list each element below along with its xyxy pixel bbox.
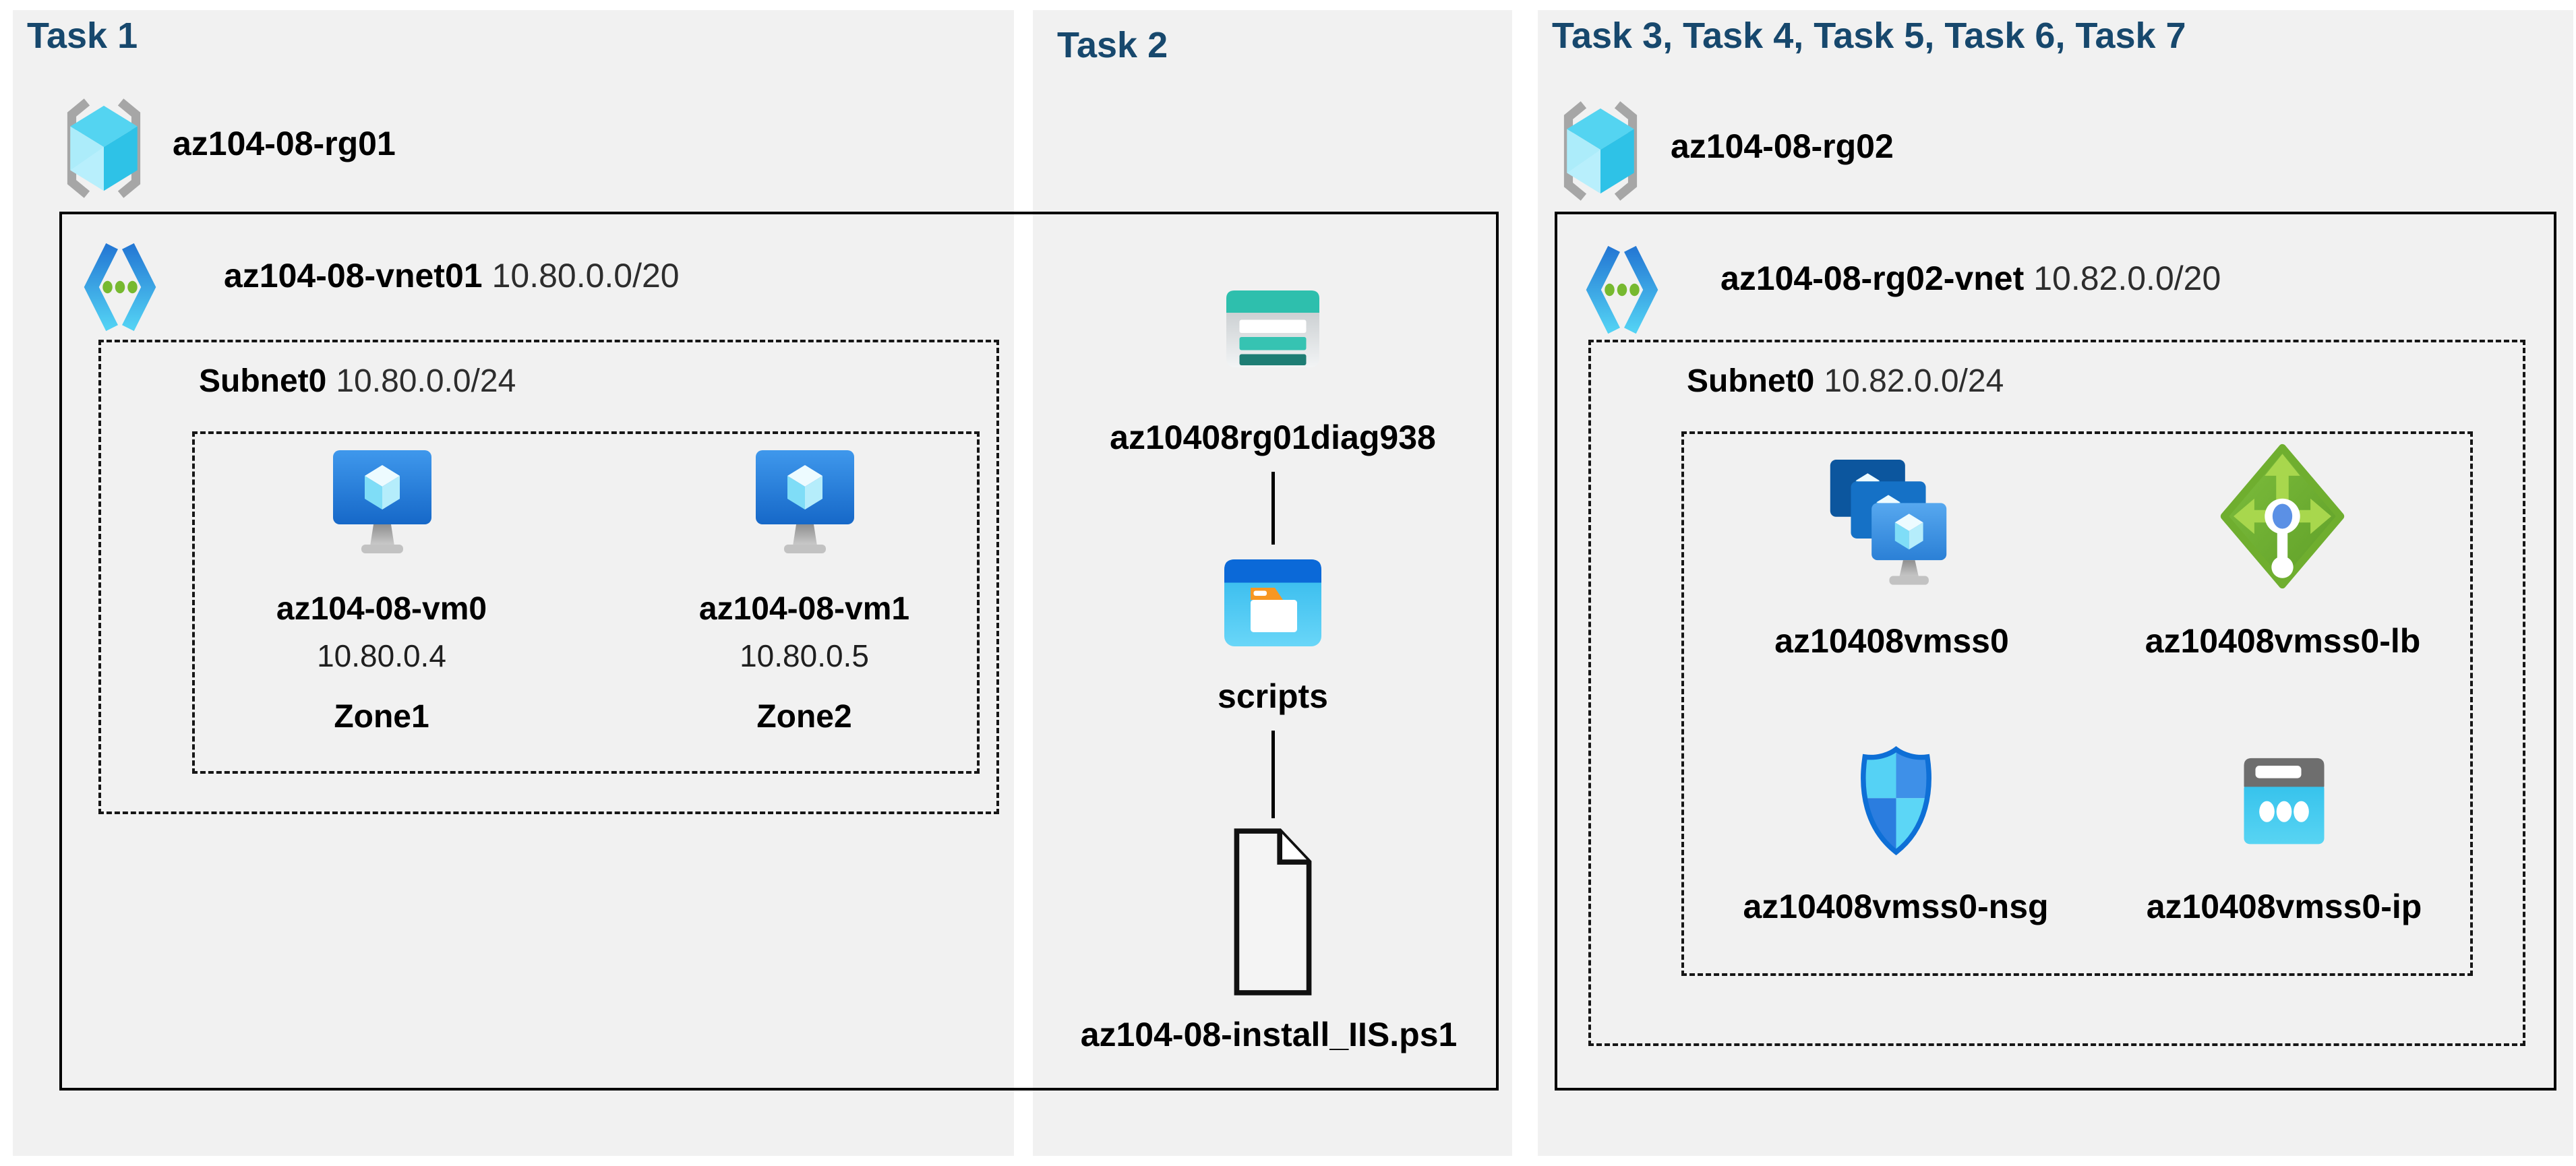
vnet-cidr: 10.80.0.0/20	[491, 257, 680, 295]
load-balancer-name: az10408vmss0-lb	[2145, 622, 2421, 660]
subnet-box	[98, 340, 999, 814]
task1-panel	[13, 10, 1014, 1156]
task2-title: Task 2	[1057, 25, 1168, 65]
resources-box	[1681, 431, 2473, 976]
public-ip-icon	[2244, 758, 2325, 845]
vm-scale-set-icon	[1830, 460, 1947, 585]
vm1-name: az104-08-vm1	[698, 591, 910, 627]
resource-group-icon	[67, 98, 141, 198]
connector-scripts-file	[1271, 731, 1275, 818]
virtual-machine-icon	[756, 450, 854, 553]
rg02-boundary-box	[1555, 212, 2556, 1091]
virtual-network-icon	[1586, 245, 1658, 334]
virtual-network-icon	[84, 243, 156, 332]
vnet-cidr: 10.82.0.0/20	[2033, 259, 2221, 297]
resource-group-name: az104-08-rg02	[1671, 127, 1894, 165]
resource-group-icon	[1563, 101, 1638, 201]
rg01-boundary-box	[59, 212, 1499, 1091]
task3-panel	[1538, 10, 2573, 1156]
connector-storage-scripts	[1271, 472, 1275, 545]
storage-account-icon	[1226, 290, 1319, 367]
network-security-group-icon	[1861, 746, 1931, 856]
script-file-name: az104-08-install_IIS.ps1	[1080, 1016, 1458, 1053]
task1-title: Task 1	[27, 16, 138, 56]
vm0-ip: 10.80.0.4	[317, 638, 446, 673]
vnet-name: az104-08-vnet01	[224, 257, 483, 295]
vm0-zone: Zone1	[334, 699, 429, 735]
subnet-name: Subnet0	[199, 363, 327, 399]
subnet-cidr: 10.80.0.0/24	[336, 363, 516, 399]
vm1-zone: Zone2	[756, 699, 852, 735]
virtual-machine-icon	[333, 450, 431, 553]
blob-container-icon	[1224, 559, 1321, 646]
zones-box	[192, 431, 980, 774]
public-ip-name: az10408vmss0-ip	[2146, 888, 2422, 925]
vnet-name: az104-08-rg02-vnet	[1720, 259, 2025, 297]
subnet-name: Subnet0	[1687, 363, 1815, 399]
container-name: scripts	[1218, 677, 1328, 715]
resource-group-name: az104-08-rg01	[173, 125, 396, 162]
vmss-name: az10408vmss0	[1774, 622, 2009, 660]
subnet-cidr: 10.82.0.0/24	[1824, 363, 2004, 399]
nsg-name: az10408vmss0-nsg	[1743, 888, 2049, 925]
storage-account-name: az10408rg01diag938	[1110, 419, 1436, 456]
vm0-name: az104-08-vm0	[276, 591, 487, 627]
file-icon	[1234, 828, 1312, 995]
task3-title: Task 3, Task 4, Task 5, Task 6, Task 7	[1552, 16, 2186, 56]
subnet-box	[1588, 340, 2525, 1046]
load-balancer-icon	[2220, 443, 2345, 589]
vm1-ip: 10.80.0.5	[740, 638, 869, 673]
